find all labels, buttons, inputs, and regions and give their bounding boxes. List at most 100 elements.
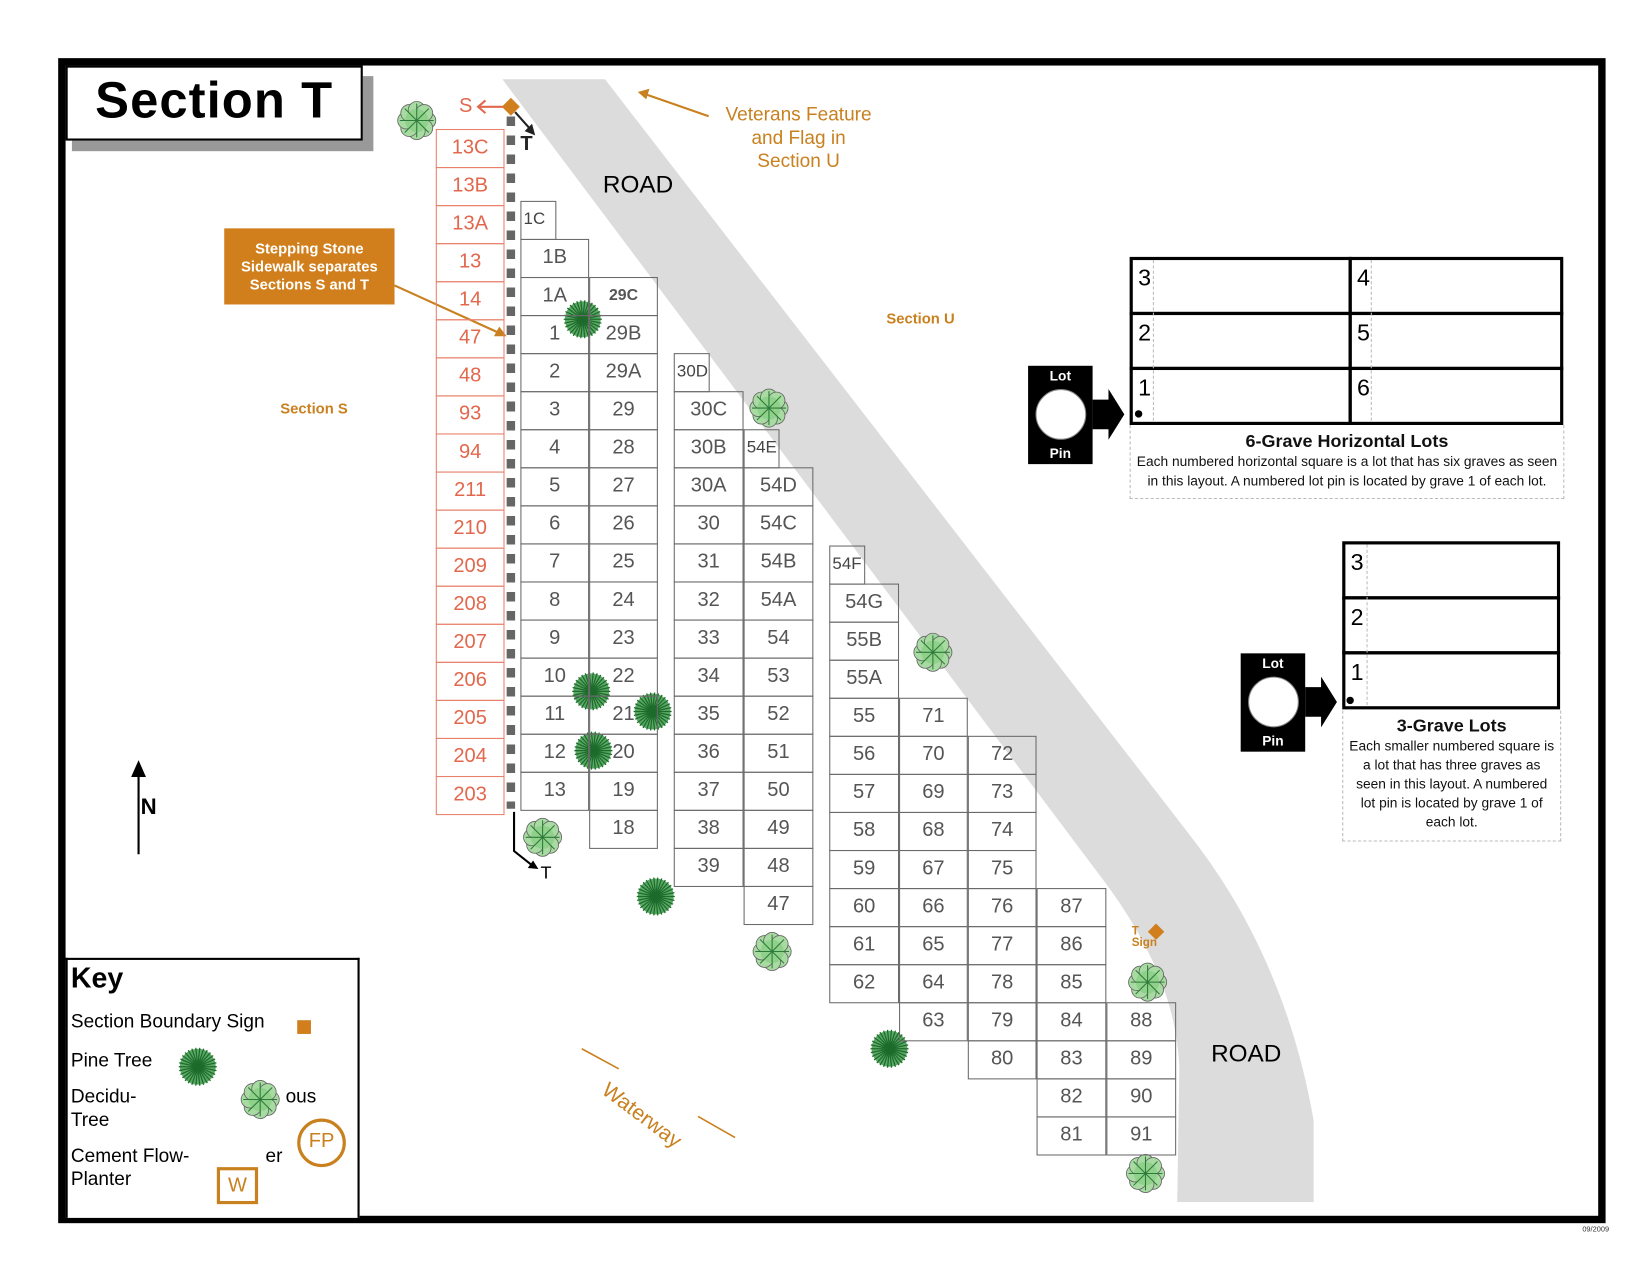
lot: 36 xyxy=(673,733,744,773)
lot: 29A xyxy=(589,353,658,393)
lot: 20 xyxy=(589,733,658,773)
six-grave-caption: 6-Grave Horizontal Lots Each numbered ho… xyxy=(1129,424,1565,499)
lot: 54 xyxy=(743,619,814,659)
lot: 58 xyxy=(829,811,900,852)
lot: 59 xyxy=(829,849,900,890)
lot: 39 xyxy=(673,847,744,887)
lot: 62 xyxy=(829,964,900,1004)
lot: 4 xyxy=(520,429,590,469)
lot: 82 xyxy=(1036,1078,1107,1118)
lot: 89 xyxy=(1106,1040,1177,1080)
section-boundary-sign xyxy=(501,97,520,116)
lot-pin-icon: Lot Pin xyxy=(1240,653,1306,752)
stepping-stone-note: Stepping Stone Sidewalk separates Sectio… xyxy=(224,228,395,305)
deciduous-tree-icon xyxy=(749,388,789,433)
pine-tree-icon xyxy=(563,299,603,344)
lot-pin-bottom-label: Pin xyxy=(1262,732,1284,749)
lot: 54G xyxy=(829,583,900,623)
lot: 64 xyxy=(899,964,968,1004)
lot: 1C xyxy=(520,200,557,240)
lot: 2 xyxy=(520,353,590,393)
lot: 21 xyxy=(589,695,658,735)
section-s-lot: 93 xyxy=(435,395,505,435)
key-deciduous-label-b: ous xyxy=(285,1085,317,1107)
key-cement-label-a: Cement Flow- xyxy=(70,1144,190,1167)
lot: 87 xyxy=(1036,888,1107,928)
section-s-lot: 205 xyxy=(435,699,505,739)
page-title: Section T xyxy=(65,65,363,141)
map-key: Key Section Boundary Sign Pine Tree Deci… xyxy=(65,957,360,1218)
lot: 35 xyxy=(673,695,744,735)
lot: 11 xyxy=(520,695,590,735)
s-direction-label: S xyxy=(459,95,473,118)
flower-planter-icon: FP xyxy=(297,1118,346,1168)
lot: 24 xyxy=(589,581,658,621)
lot: 9 xyxy=(520,619,590,659)
lot: 72 xyxy=(967,735,1037,775)
section-s-lot: 13B xyxy=(435,167,505,207)
lot: 68 xyxy=(899,811,968,852)
lot: 61 xyxy=(829,926,900,966)
three-grave-heading: 3-Grave Lots xyxy=(1396,715,1507,736)
lot: 13 xyxy=(520,771,590,811)
lot: 90 xyxy=(1106,1078,1177,1118)
pin-circle-icon xyxy=(1248,676,1299,728)
stone-line-1: Stepping Stone xyxy=(255,239,364,257)
grave-cell: 6 xyxy=(1348,366,1564,425)
section-s-lot: 13 xyxy=(435,243,505,283)
lot: 78 xyxy=(967,964,1037,1004)
lot: 18 xyxy=(589,809,658,849)
veterans-line-1: Veterans Feature xyxy=(725,103,872,125)
key-deciduous-label-a: Decidu- xyxy=(70,1085,137,1107)
lot: 65 xyxy=(899,926,968,966)
lot: 54F xyxy=(829,545,866,585)
grave-cell: 3 xyxy=(1129,256,1352,316)
lot: 31 xyxy=(673,543,744,583)
lot: 79 xyxy=(967,1002,1037,1042)
stone-line-3: Sections S and T xyxy=(249,275,370,293)
stone-line-2: Sidewalk separates xyxy=(241,257,378,275)
pine-tree-icon xyxy=(573,731,613,776)
lot: 25 xyxy=(589,543,658,583)
lot: 54A xyxy=(743,581,814,621)
key-deciduous-tree-icon xyxy=(240,1079,280,1124)
lot: 50 xyxy=(743,771,814,811)
lot: 23 xyxy=(589,619,658,659)
section-s-lot: 48 xyxy=(435,357,505,397)
three-grave-diagram: 3 2 1 xyxy=(1342,541,1561,710)
pin-circle-icon xyxy=(1035,389,1087,440)
pine-tree-icon xyxy=(636,876,676,921)
lot-pin-dot xyxy=(1134,410,1143,418)
grave-cell: 4 xyxy=(1348,256,1564,316)
lot: 3 xyxy=(520,391,590,431)
grave-cell: 1 xyxy=(1129,366,1352,425)
map-frame xyxy=(58,58,1606,1224)
water-icon: W xyxy=(216,1167,259,1205)
lot: 29B xyxy=(589,315,658,355)
lot: 28 xyxy=(589,429,658,469)
lot: 63 xyxy=(899,1002,968,1042)
section-s-lot: 204 xyxy=(435,737,505,778)
lot: 6 xyxy=(520,505,590,545)
lot-pin-top-label: Lot xyxy=(1049,367,1072,384)
lot: 51 xyxy=(743,733,814,773)
lot: 52 xyxy=(743,695,814,735)
road-label-bottom: ROAD xyxy=(1211,1039,1282,1067)
section-u-label: Section U xyxy=(886,309,955,327)
veterans-line-2: and Flag in xyxy=(751,126,846,149)
lot: 30D xyxy=(673,353,710,393)
lot: 29C xyxy=(589,276,658,317)
lot: 80 xyxy=(967,1040,1037,1080)
lot: 34 xyxy=(673,657,744,697)
deciduous-tree-icon xyxy=(1125,1153,1165,1198)
lot: 54B xyxy=(743,543,814,583)
lot: 76 xyxy=(967,888,1037,928)
lot: 47 xyxy=(743,885,814,926)
lot: 38 xyxy=(673,809,744,849)
section-s-lot: 207 xyxy=(435,623,505,663)
lot: 1B xyxy=(520,238,590,279)
deciduous-tree-icon xyxy=(523,817,563,862)
key-cement-label-b: er xyxy=(265,1144,283,1167)
section-s-lot: 13C xyxy=(435,128,505,169)
